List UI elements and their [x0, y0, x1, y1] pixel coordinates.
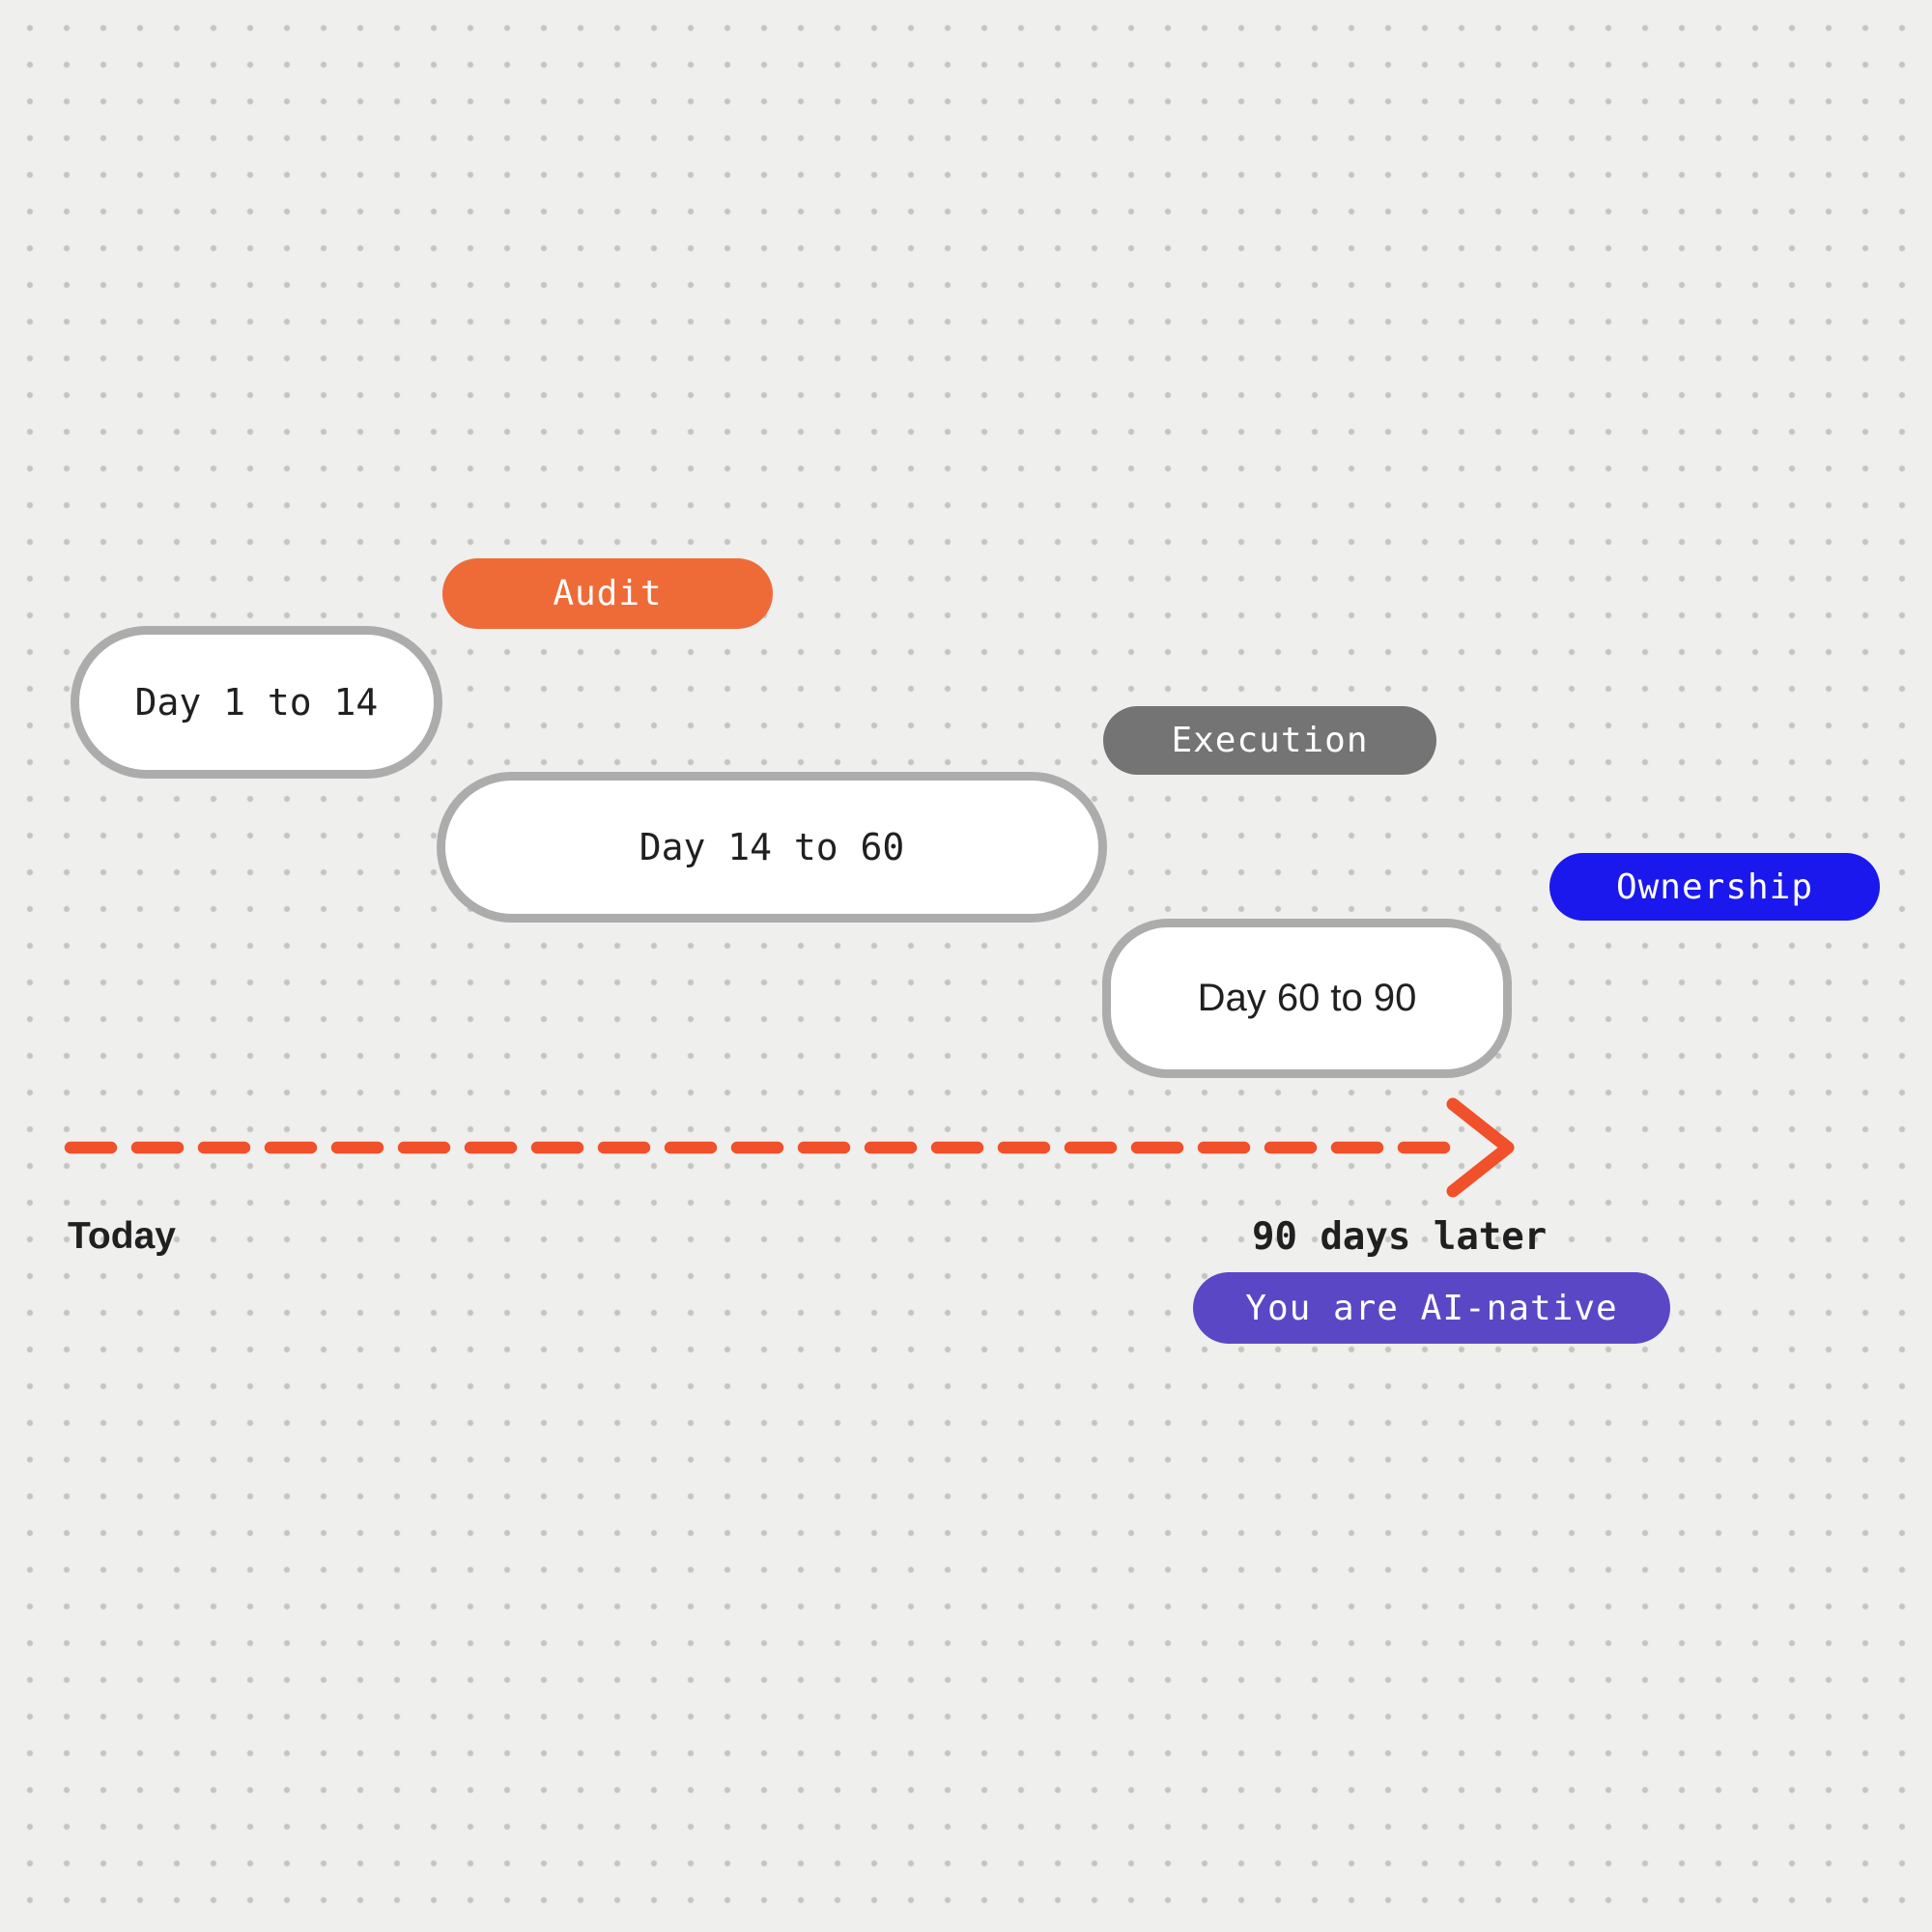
- result-badge-label: You are AI-native: [1245, 1288, 1618, 1328]
- phase-tag-ownership[interactable]: Ownership: [1549, 853, 1880, 921]
- phase-tag-ownership-label: Ownership: [1615, 867, 1814, 907]
- result-badge[interactable]: You are AI-native: [1193, 1272, 1670, 1344]
- phase-range-day-14-to-60[interactable]: Day 14 to 60: [437, 772, 1107, 923]
- timeline-arrowhead-icon: [1446, 1097, 1515, 1198]
- axis-end-label: 90 days later: [1252, 1215, 1548, 1259]
- phase-range-day-14-to-60-label: Day 14 to 60: [639, 826, 905, 868]
- phase-range-day-1-to-14-label: Day 1 to 14: [134, 681, 379, 724]
- phase-tag-execution[interactable]: Execution: [1103, 706, 1436, 775]
- timeline-arrow[interactable]: [55, 1089, 1523, 1207]
- phase-range-day-60-to-90[interactable]: Day 60 to 90: [1102, 919, 1512, 1078]
- phase-range-day-60-to-90-label: Day 60 to 90: [1197, 977, 1417, 1019]
- phase-range-day-1-to-14[interactable]: Day 1 to 14: [71, 626, 442, 779]
- phase-tag-audit[interactable]: Audit: [442, 558, 773, 629]
- phase-tag-execution-label: Execution: [1171, 721, 1369, 760]
- phase-tag-audit-label: Audit: [553, 574, 663, 613]
- axis-start-label: Today: [68, 1215, 176, 1257]
